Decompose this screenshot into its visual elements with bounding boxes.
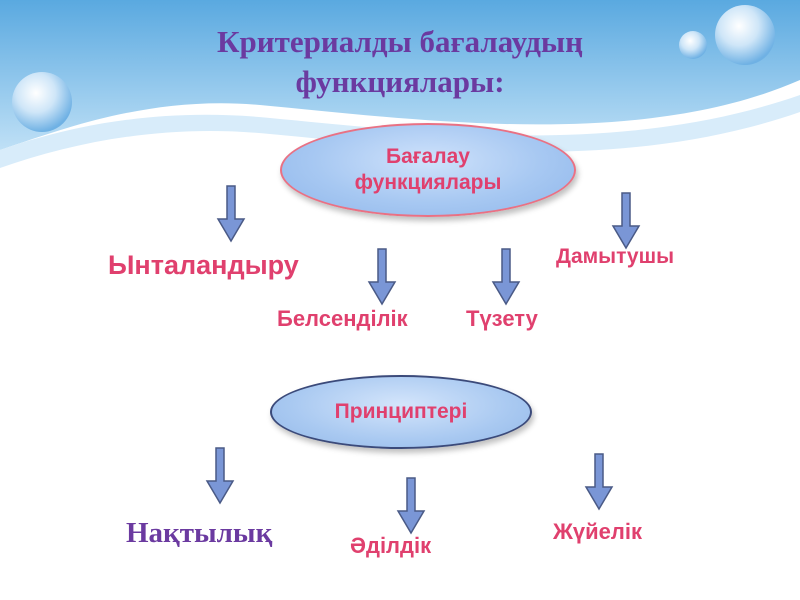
down-arrow-icon	[216, 185, 246, 245]
function-motivation: Ынталандыру	[108, 250, 299, 281]
principle-fairness: Әділдік	[350, 533, 431, 559]
assessment-functions-line-1: Бағалау	[355, 144, 502, 170]
down-arrow-icon	[205, 447, 235, 507]
title-line-1: Критериалды бағалаудың	[0, 22, 800, 62]
principle-systematicity: Жүйелік	[553, 519, 642, 545]
title-line-2: функциялары:	[0, 62, 800, 102]
assessment-functions-node: Бағалау функциялары	[280, 123, 576, 217]
function-developmental: Дамытушы	[556, 245, 674, 269]
principles-node: Принциптері	[270, 375, 532, 449]
principle-concreteness: Нақтылық	[126, 517, 272, 550]
function-activity: Белсенділік	[277, 306, 408, 332]
down-arrow-icon	[611, 192, 641, 252]
down-arrow-icon	[584, 453, 614, 513]
assessment-functions-line-2: функциялары	[355, 170, 502, 196]
principles-node-label: Принциптері	[335, 399, 468, 425]
down-arrow-icon	[491, 248, 521, 308]
function-correction: Түзету	[466, 306, 538, 332]
page-title: Критериалды бағалаудың функциялары:	[0, 22, 800, 102]
down-arrow-icon	[396, 477, 426, 537]
down-arrow-icon	[367, 248, 397, 308]
